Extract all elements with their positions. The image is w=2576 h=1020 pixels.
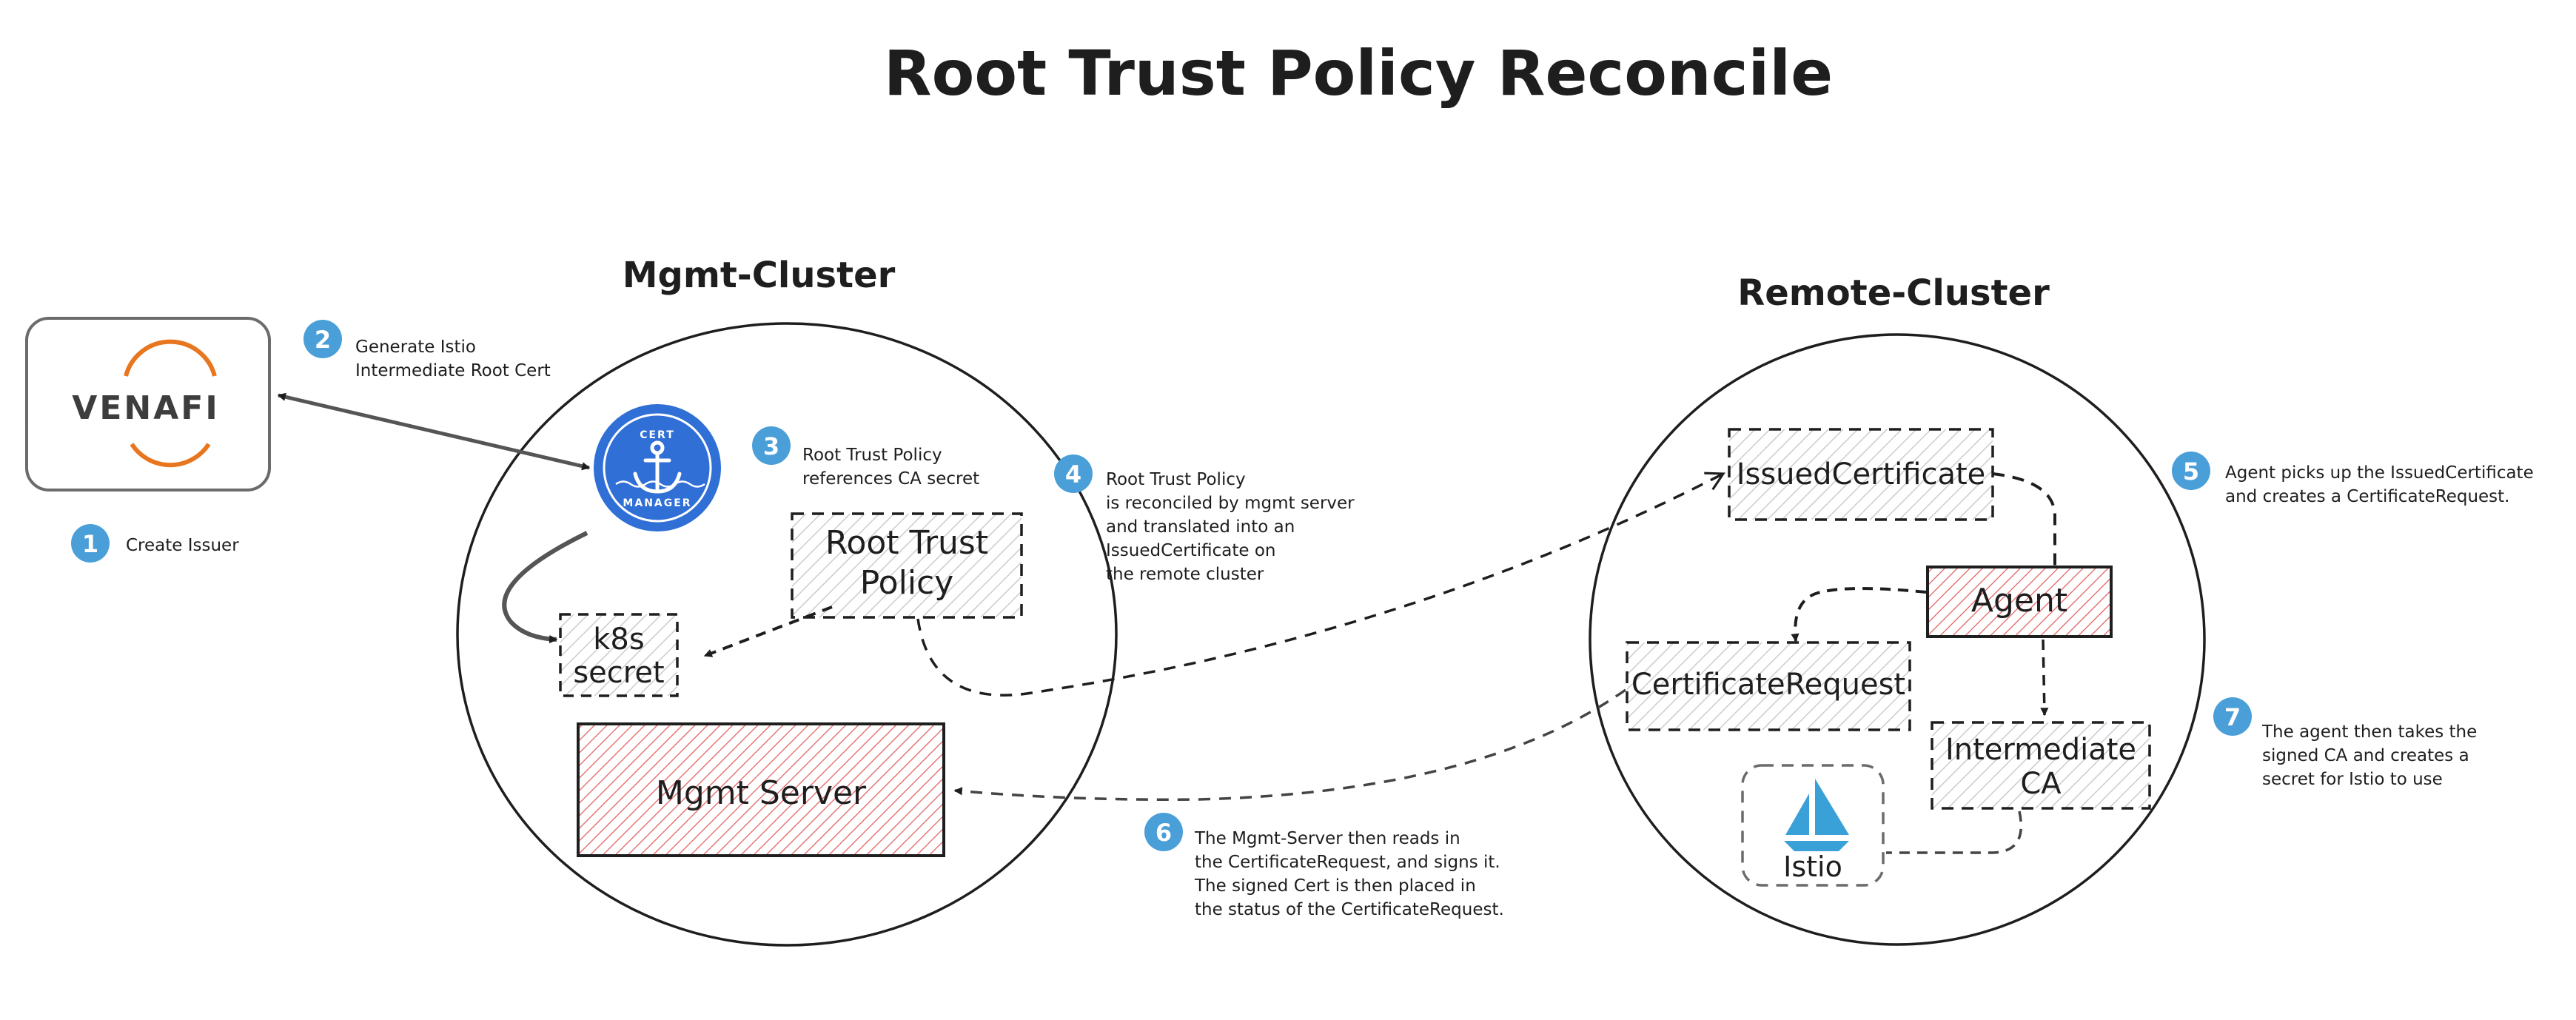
step-5-text-line1: Agent picks up the IssuedCertificate (2225, 463, 2534, 483)
istio-sail-icon (1815, 779, 1849, 835)
step-2-text-line1: Generate Istio (355, 338, 476, 357)
certificate-request-box: CertificateRequest (1626, 641, 1911, 731)
step-3-text-line2: references CA secret (802, 469, 979, 489)
agent-label: Agent (1971, 582, 2067, 620)
policy-to-secret-arrow (703, 605, 833, 657)
k8s-secret-label-line1: k8s (593, 623, 644, 657)
cert-manager-to-secret-arrow (502, 531, 588, 644)
mgmt-server-box: Mgmt Server (577, 722, 945, 857)
root-trust-policy-label-line1: Root Trust (825, 524, 988, 562)
step-5: 5 Agent picks up the IssuedCertificate a… (2172, 452, 2534, 506)
intermediate-ca-label-line1: Intermediate (1945, 733, 2136, 767)
k8s-secret-label-line2: secret (573, 656, 664, 690)
remote-cluster-label: Remote-Cluster (1737, 272, 2050, 314)
step-3-number: 3 (763, 432, 779, 460)
mgmt-cluster-circle (456, 322, 1118, 947)
step-6-number: 6 (1155, 819, 1172, 847)
mgmt-cluster-label: Mgmt-Cluster (623, 255, 896, 296)
cert-manager-top-text: CERT (640, 429, 675, 441)
venafi-wordmark: VENAFI (72, 389, 219, 427)
step-2-text-line2: Intermediate Root Cert (355, 361, 551, 380)
step-1-text-line1: Create Issuer (126, 536, 239, 555)
step-7-text-line3: secret for Istio to use (2262, 770, 2443, 789)
step-6-text-line1: The Mgmt-Server then reads in (1194, 829, 1460, 848)
remote-cluster-circle (1589, 333, 2206, 946)
step-2: 2 Generate Istio Intermediate Root Cert (303, 320, 551, 380)
issued-cert-to-agent-arrow (1992, 472, 2057, 566)
step-7-text-line1: The agent then takes the (2261, 722, 2477, 742)
agent-to-cert-request-arrow (1791, 587, 1927, 642)
step-4-text-line3: and translated into an (1106, 517, 1295, 537)
issued-certificate-label: IssuedCertificate (1737, 457, 1986, 491)
agent-box: Agent (1926, 566, 2113, 638)
step-5-text-line2: and creates a CertificateRequest. (2225, 487, 2510, 506)
root-trust-policy-label-line2: Policy (860, 564, 954, 602)
venafi-cert-manager-arrow (277, 392, 591, 471)
step-6-text-line4: the status of the CertificateRequest. (1195, 900, 1504, 919)
step-2-number: 2 (315, 326, 331, 354)
step-6-text-line3: The signed Cert is then placed in (1194, 876, 1476, 896)
step-4-number: 4 (1065, 460, 1081, 489)
step-4-text-line2: is reconciled by mgmt server (1106, 494, 1355, 513)
intermediate-ca-box: Intermediate CA (1931, 721, 2151, 810)
policy-to-issued-cert-arrow (916, 472, 1725, 697)
mgmt-server-label: Mgmt Server (656, 774, 867, 812)
step-7: 7 The agent then takes the signed CA and… (2213, 697, 2477, 789)
step-3: 3 Root Trust Policy references CA secret (752, 426, 979, 489)
issued-certificate-box: IssuedCertificate (1728, 428, 1994, 521)
intermediate-ca-to-istio-line (1886, 811, 2023, 854)
step-7-number: 7 (2224, 703, 2241, 731)
step-4: 4 Root Trust Policy is reconciled by mgm… (1054, 454, 1355, 584)
step-6: 6 The Mgmt-Server then reads in the Cert… (1144, 813, 1504, 919)
venafi-logo: VENAFI (25, 317, 271, 491)
istio-label: Istio (1783, 850, 1842, 883)
step-4-text-line1: Root Trust Policy (1106, 470, 1246, 489)
cert-manager-logo: CERT MANAGER (594, 404, 721, 531)
step-3-text-line1: Root Trust Policy (802, 446, 942, 465)
step-6-text-line2: the CertificateRequest, and signs it. (1195, 853, 1500, 872)
certificate-request-label: CertificateRequest (1631, 668, 1905, 702)
cert-manager-bottom-text: MANAGER (623, 497, 691, 509)
root-trust-policy-box: Root Trust Policy (791, 512, 1023, 619)
step-1-number: 1 (82, 530, 98, 558)
step-5-number: 5 (2183, 457, 2199, 486)
intermediate-ca-label-line2: CA (2020, 767, 2062, 801)
step-1: 1 Create Issuer (71, 524, 239, 563)
agent-to-intermediate-ca-arrow (2040, 639, 2049, 717)
step-4-text-line5: the remote cluster (1106, 565, 1264, 584)
k8s-secret-box: k8s secret (559, 613, 679, 697)
cert-request-to-mgmt-server-arrow (953, 688, 1627, 801)
diagram-title: Root Trust Policy Reconcile (884, 37, 1833, 110)
istio-logo: Istio (1741, 764, 1885, 887)
step-7-text-line2: signed CA and creates a (2262, 746, 2469, 765)
step-4-text-line4: IssuedCertificate on (1106, 541, 1276, 560)
